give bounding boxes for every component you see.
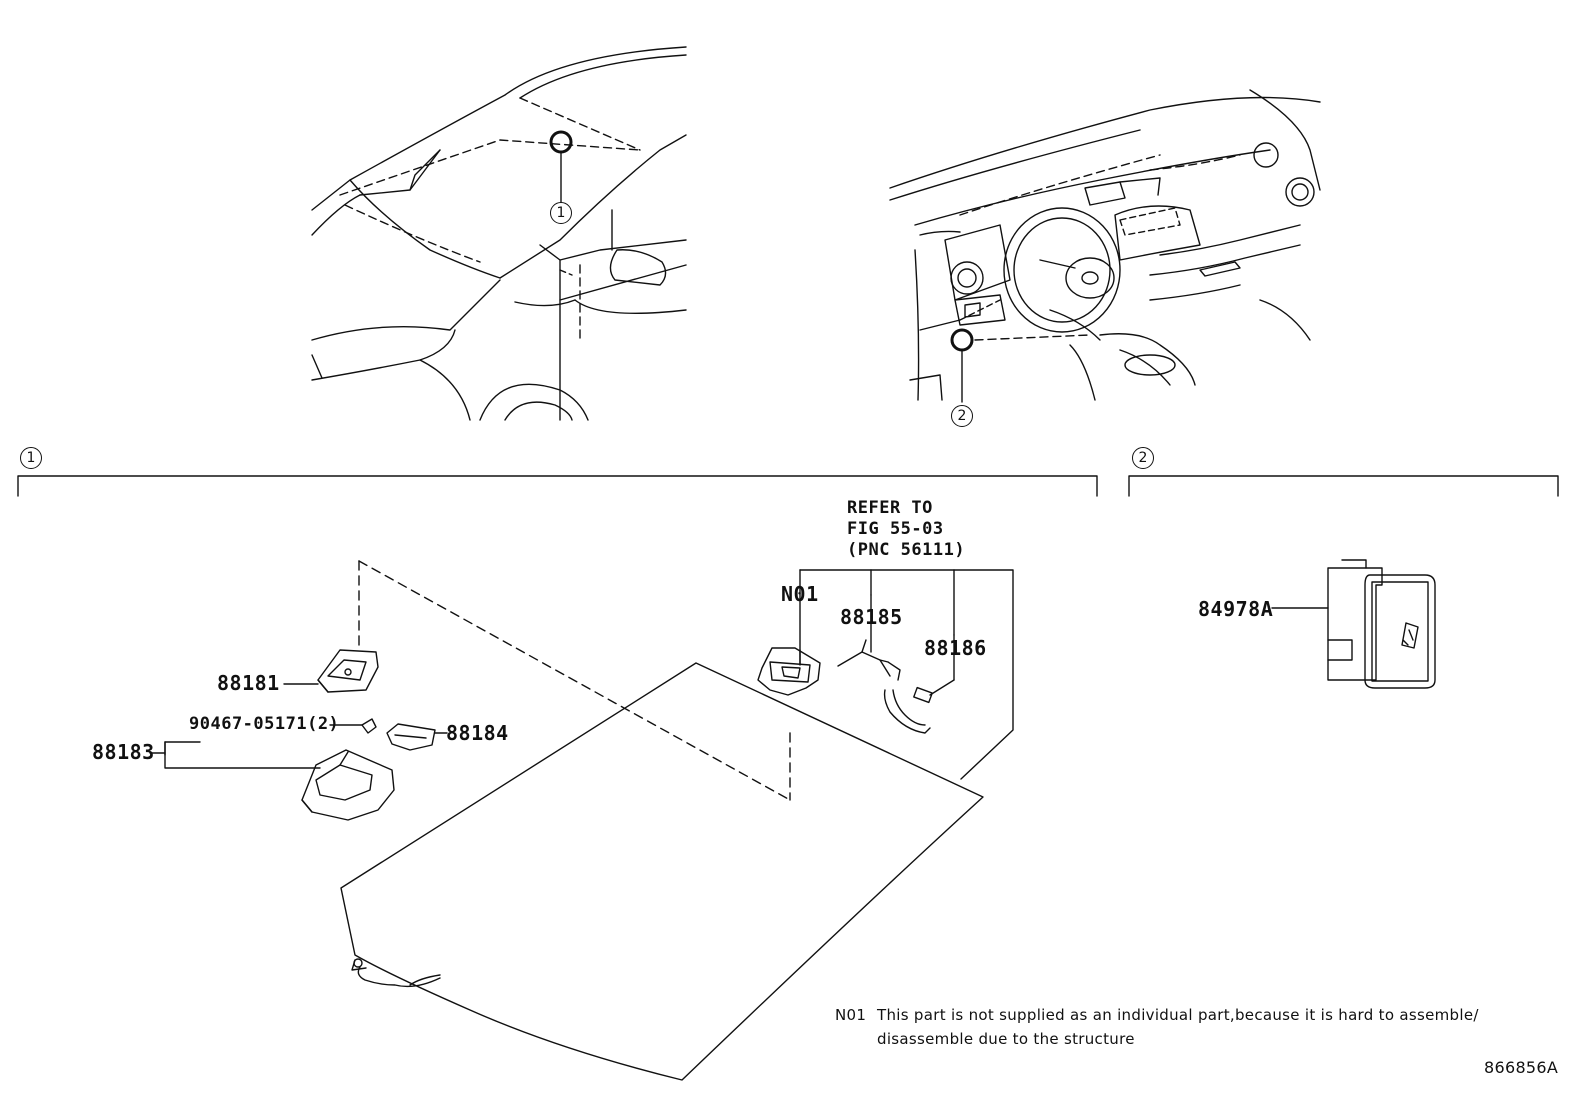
note-line2: disassemble due to the structure bbox=[877, 1030, 1135, 1048]
callout-1-top: 1 bbox=[550, 202, 572, 224]
diagram-id: 866856A bbox=[1484, 1058, 1559, 1077]
label-88181: 88181 bbox=[217, 671, 280, 695]
part-90467-clip bbox=[329, 718, 377, 734]
dashboard-interior-illustration bbox=[889, 89, 1321, 403]
label-88186: 88186 bbox=[924, 636, 987, 660]
car-exterior-illustration bbox=[311, 46, 687, 421]
part-88185-clip bbox=[837, 594, 901, 681]
label-84978A: 84978A bbox=[1198, 597, 1274, 621]
part-88186-wire bbox=[883, 634, 955, 734]
refer-to-line3: (PNC 56111) bbox=[847, 540, 966, 560]
label-90467-05171: 90467-05171(2) bbox=[189, 714, 340, 734]
section-1-bracket bbox=[17, 475, 1098, 497]
refer-bracket bbox=[799, 569, 1014, 780]
label-88185: 88185 bbox=[840, 605, 903, 629]
label-88184: 88184 bbox=[446, 721, 509, 745]
label-88183: 88183 bbox=[92, 740, 155, 764]
refer-to-line2: FIG 55-03 bbox=[847, 519, 944, 539]
callout-2-top: 2 bbox=[951, 405, 973, 427]
part-88181-module bbox=[283, 649, 379, 693]
section-2-bracket bbox=[1128, 475, 1559, 497]
part-88184-cover bbox=[386, 723, 448, 751]
part-88183-cover bbox=[149, 741, 395, 821]
note-code: N01 bbox=[835, 1006, 867, 1024]
callout-1-section: 1 bbox=[20, 447, 42, 469]
part-84978A-switch bbox=[1271, 559, 1436, 689]
windshield-glass bbox=[340, 662, 984, 1081]
refer-to-line1: REFER TO bbox=[847, 498, 933, 518]
callout-2-section: 2 bbox=[1132, 447, 1154, 469]
sensor-bracket-n01 bbox=[757, 647, 821, 696]
note-line1: This part is not supplied as an individu… bbox=[877, 1006, 1479, 1024]
placement-leaders bbox=[358, 560, 791, 801]
label-n01: N01 bbox=[781, 582, 819, 606]
